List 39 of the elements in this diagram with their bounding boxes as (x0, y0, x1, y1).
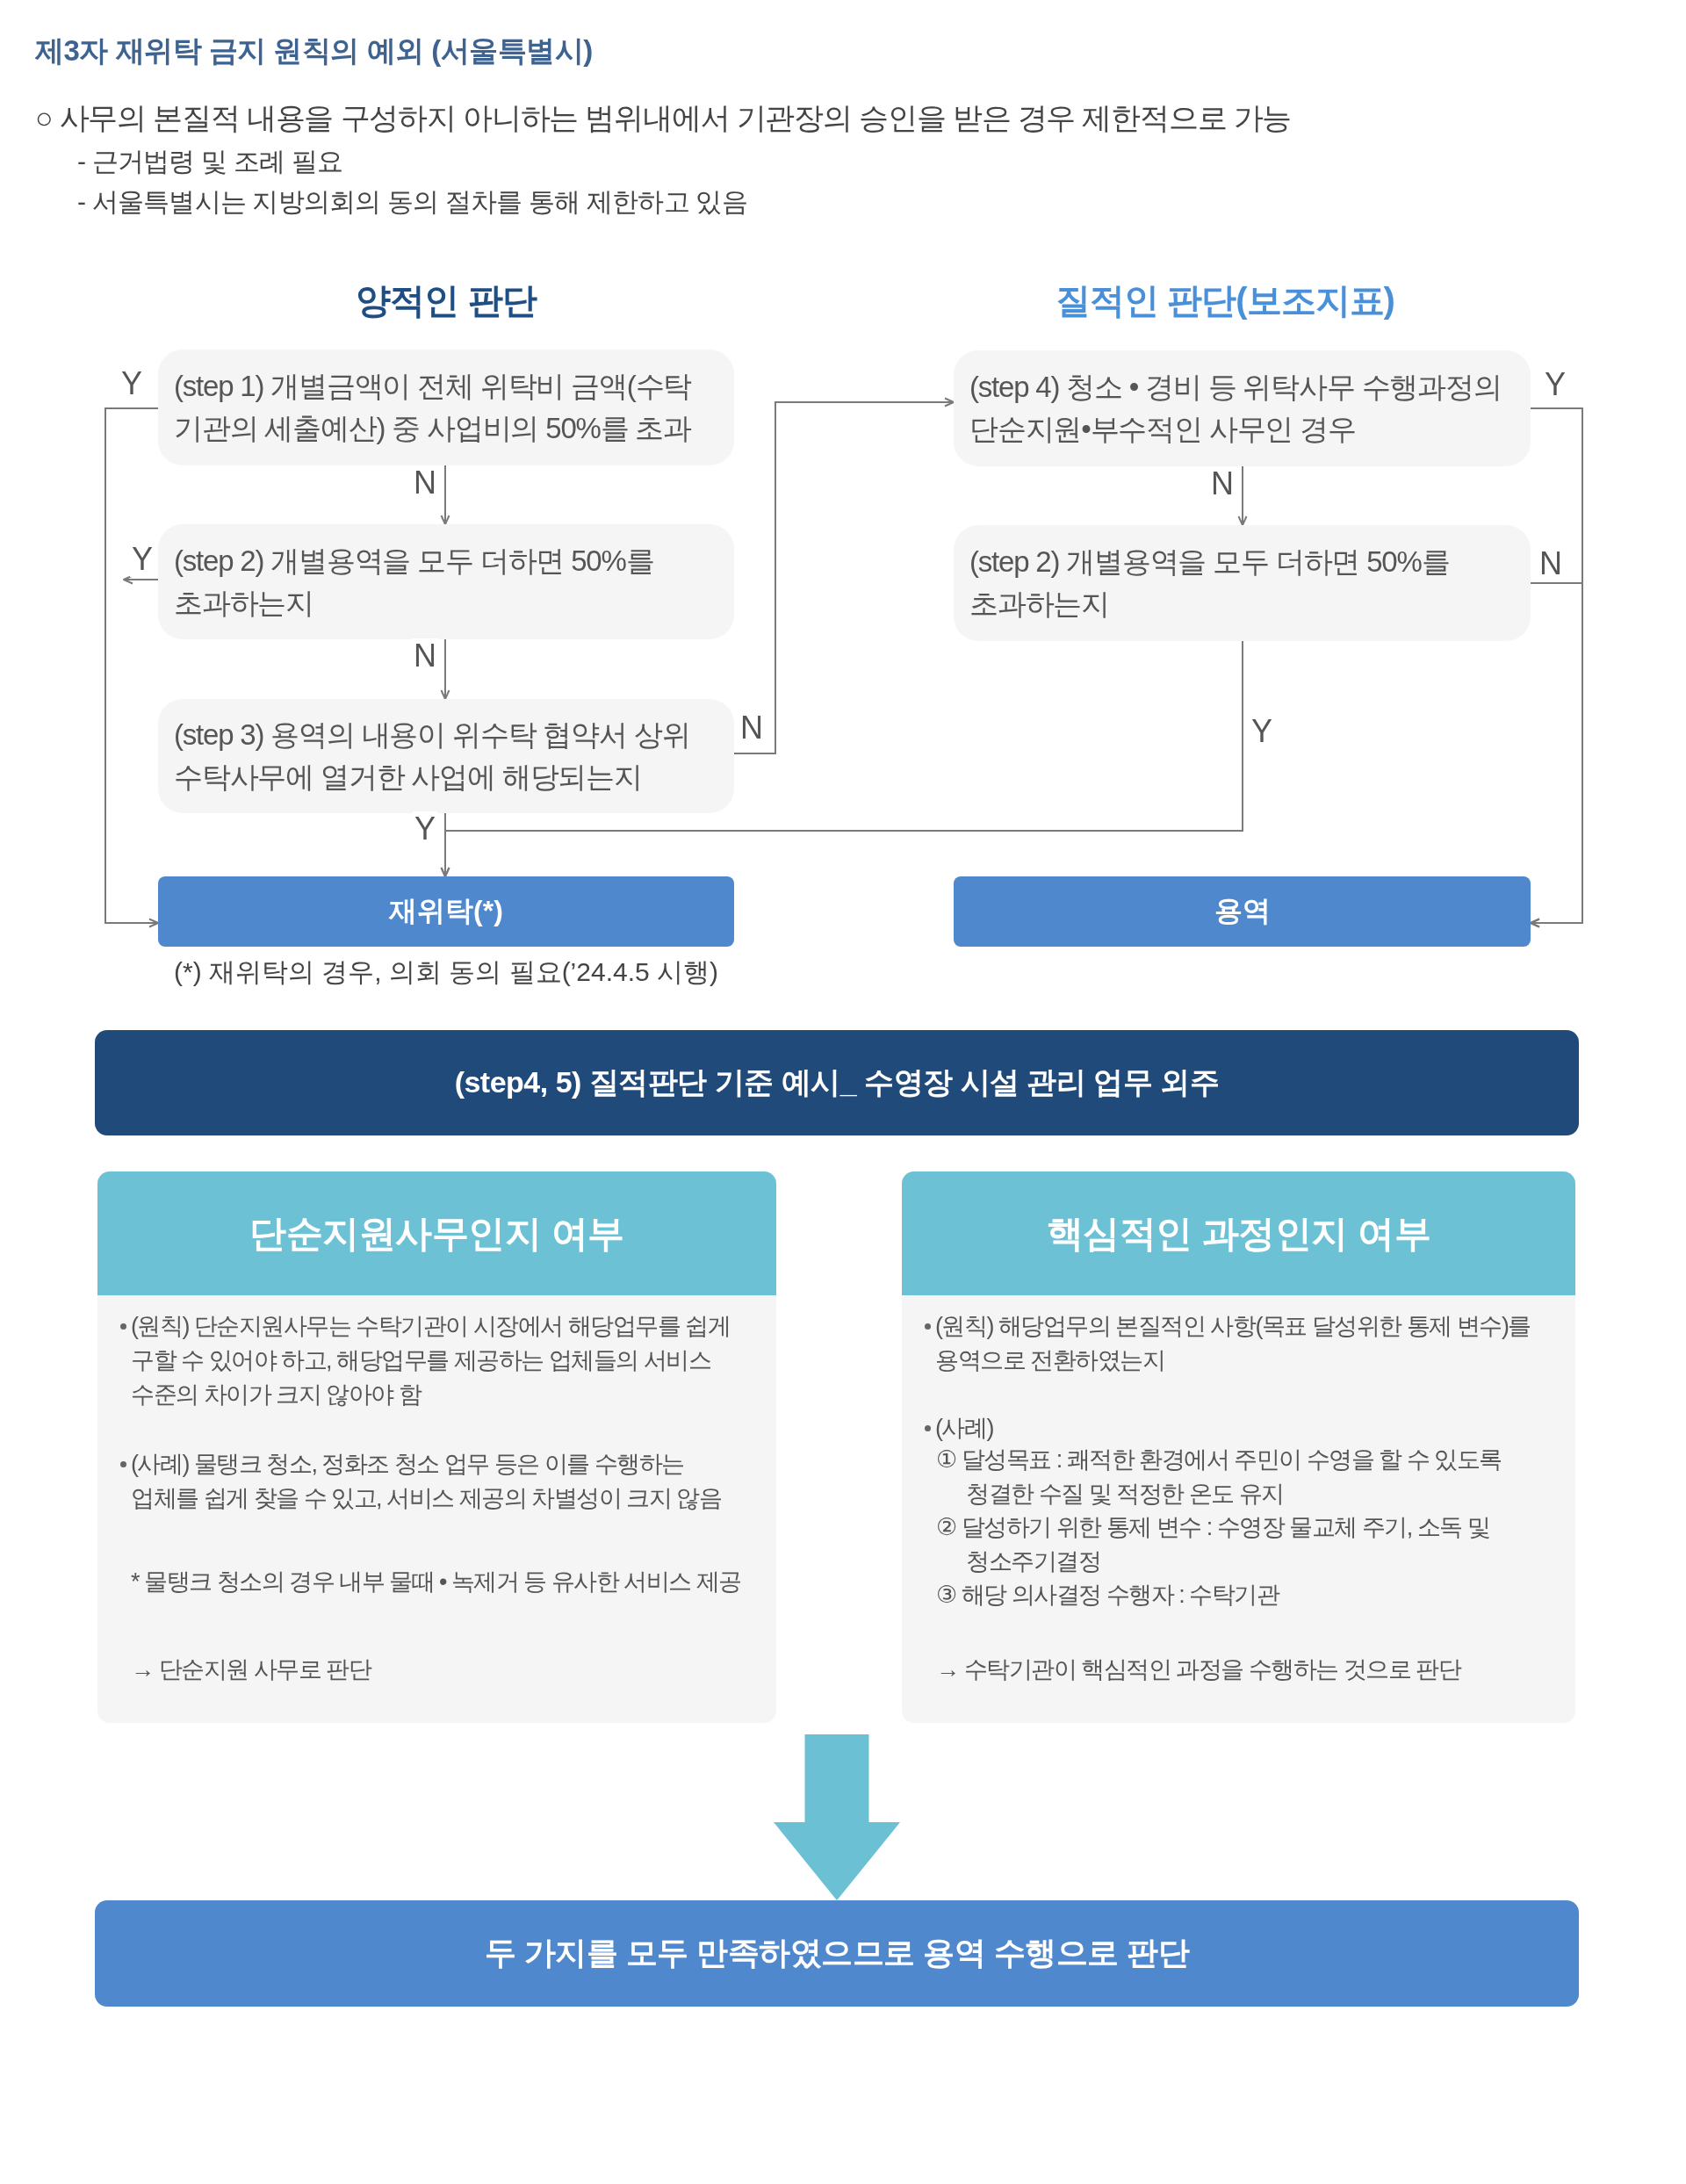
result-box: 재위탁(*) (158, 876, 734, 947)
list-item: ② 달성하기 위한 통제 변수 : 수영장 물교체 주기, 소독 및 청소주기결정 (936, 1513, 1491, 1576)
heading-banner: (step4, 5) 질적판단 기준 예시_ 수영장 시설 관리 업무 외주 (95, 1030, 1579, 1135)
arrow (440, 640, 1243, 877)
bullet-text: (원칙) 해당업무의 본질적인 사항(목표 달성위한 통제 변수)를 용역으로 전환하였는지 (935, 1312, 1531, 1375)
process-box: (step 4) 청소 • 경비 등 위탁사무 수행과정의 단순지원•부수적인 사무인 경우 (954, 350, 1531, 466)
arrow (440, 465, 450, 525)
panel-header: 단순지원사무인지 여부 (97, 1171, 776, 1295)
bullet-text: (원칙) 단순지원사무는 수탁기관이 시장에서 해당업무를 쉽게 구할 수 있어야 하고, 해당업무를 제공하는 업체들의 서비스 수준의 차이가 크지 않아야 함 (131, 1312, 731, 1409)
list-item: ③ 해당 의사결정 수행자 : 수탁기관 (936, 1581, 1280, 1610)
note-text: - 근거법령 및 조례 필요 (77, 145, 343, 177)
panel-header: 핵심적인 과정인지 여부 (902, 1171, 1575, 1295)
conclusion-text: → 단순지원 사무로 판단 (131, 1655, 372, 1684)
process-box: (step 2) 개별용역을 모두 더하면 50%를 초과하는지 (158, 524, 734, 639)
conclusion-banner: 두 가지를 모두 만족하였으므로 용역 수행으로 판단 (95, 1900, 1579, 2007)
list-item: ① 달성목표 : 쾌적한 환경에서 주민이 수영을 할 수 있도록 청결한 수질 및 적정한 온도 유지 (936, 1445, 1502, 1509)
note-text: - 서울특별시는 지방의회의 동의 절차를 통해 제한하고 있음 (77, 185, 747, 218)
arrow (1237, 465, 1248, 526)
arrow (440, 638, 450, 700)
info-panel (902, 1171, 1575, 1723)
arrow (1530, 582, 1583, 928)
footnote-text: (*) 재위탁의 경우, 의회 동의 필요(’24.4.5 시행) (173, 956, 719, 988)
arrow (104, 407, 159, 928)
column-heading: 질적인 판단(보조지표) (1056, 280, 1394, 321)
process-box: (step 2) 개별용역을 모두 더하면 50%를 초과하는지 (954, 525, 1531, 641)
block-arrow (774, 1734, 900, 1900)
bullet-text: (사례) (935, 1414, 994, 1443)
note-text: ○ 사무의 본질적 내용을 구성하지 아니하는 범위내에서 기관장의 승인을 받은 경우 제한적으로 가능 (35, 100, 1292, 136)
bullet-text: (사례) 물탱크 청소, 정화조 청소 업무 등은 이를 수행하는 업체를 쉽게 찾을 수 있고, 서비스 제공의 차별성이 크지 않음 (131, 1450, 722, 1513)
conclusion-text: → 수탁기관이 핵심적인 과정을 수행하는 것으로 판단 (936, 1655, 1462, 1684)
result-box: 용역 (954, 876, 1531, 947)
process-box: (step 3) 용역의 내용이 위수탁 협약서 상위 수탁사무에 열거한 사업에 해당되는지 (158, 699, 734, 813)
info-panel (97, 1171, 776, 1723)
process-box: (step 1) 개별금액이 전체 위탁비 금액(수탁기관의 세출예산) 중 사업비의 50%를 초과 (158, 350, 734, 465)
title: 제3자 재위탁 금지 원칙의 예외 (서울특별시) (35, 33, 593, 68)
arrow (123, 574, 159, 585)
column-heading: 양적인 판단 (356, 280, 537, 321)
arrow (733, 397, 955, 754)
note-text: * 물탱크 청소의 경우 내부 물때 • 녹제거 등 유사한 서비스 제공 (131, 1568, 742, 1597)
